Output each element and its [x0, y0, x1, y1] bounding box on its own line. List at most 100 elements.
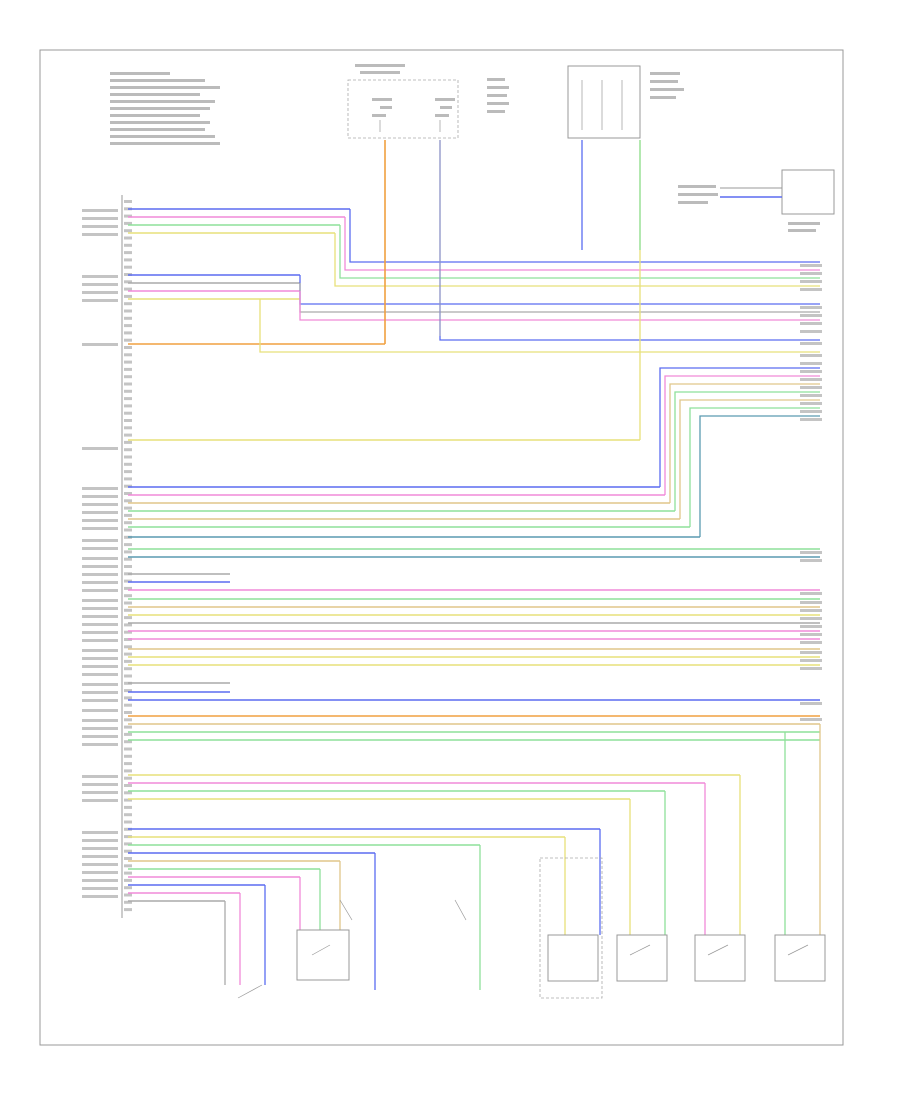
pin-number-mark — [124, 747, 132, 751]
wire-end-mark — [800, 410, 822, 413]
pin-label-mark — [82, 565, 118, 568]
pin-label-mark — [82, 581, 118, 584]
pin-number-mark — [124, 309, 132, 313]
wire-end-mark — [800, 551, 822, 554]
pin-number-mark — [124, 404, 132, 408]
pin-number-mark — [124, 440, 132, 444]
pin-number-mark — [124, 711, 132, 714]
pin-label-mark — [82, 209, 118, 212]
wire — [679, 399, 820, 519]
pin-label-mark — [82, 691, 118, 694]
pin-number-mark — [124, 725, 132, 729]
wire-end-mark — [800, 641, 822, 644]
wire-end-mark — [800, 625, 822, 628]
pin-number-mark — [124, 470, 132, 474]
diagram-frame — [39, 49, 844, 1046]
pin-number-mark — [124, 360, 132, 364]
wire-end-mark — [800, 633, 822, 636]
pin-number-mark — [124, 200, 132, 203]
pin-number-mark — [124, 513, 132, 517]
wire — [299, 291, 820, 321]
pin-number-mark — [124, 316, 132, 320]
pin-label-mark — [82, 607, 118, 610]
pin-label-mark — [82, 727, 118, 730]
pin-label-mark — [82, 649, 118, 652]
pin-number-mark — [124, 375, 132, 379]
wire — [299, 283, 820, 313]
pin-number-mark — [124, 455, 132, 459]
pin-number-mark — [124, 506, 132, 510]
pin-number-mark — [124, 659, 132, 663]
wire-end-mark — [800, 592, 822, 595]
wire-end-mark — [800, 288, 822, 291]
pin-number-mark — [124, 294, 132, 298]
pin-number-mark — [124, 689, 132, 693]
wire-end-mark — [800, 617, 822, 620]
pin-number-mark — [124, 243, 132, 247]
pin-number-mark — [124, 221, 132, 225]
pin-number-mark — [124, 258, 132, 262]
pin-label-mark — [82, 623, 118, 626]
pin-number-mark — [124, 762, 132, 766]
pin-number-mark — [124, 346, 132, 349]
wire — [699, 415, 820, 537]
pin-label-mark — [82, 291, 118, 294]
pin-label-mark — [82, 639, 118, 642]
pin-label-mark — [82, 631, 118, 634]
pin-label-mark — [82, 855, 118, 858]
wire-end-mark — [800, 322, 822, 325]
pin-number-mark — [124, 484, 132, 488]
pin-label-mark — [82, 589, 118, 592]
pin-number-mark — [124, 251, 132, 255]
wire-end-mark — [800, 330, 822, 333]
wire — [664, 375, 820, 495]
pin-number-mark — [124, 499, 132, 503]
wire-end-mark — [800, 272, 822, 275]
pin-number-mark — [124, 849, 132, 853]
wire-end-mark — [800, 601, 822, 604]
pin-label-mark — [82, 447, 118, 450]
pin-number-mark — [124, 521, 132, 525]
pin-number-mark — [124, 397, 132, 401]
pin-number-mark — [124, 236, 132, 240]
pin-number-mark — [124, 623, 132, 627]
note-block — [110, 72, 220, 145]
wire — [674, 391, 820, 511]
pin-number-mark — [124, 324, 132, 328]
pin-number-mark — [124, 419, 132, 422]
pin-number-mark — [124, 557, 132, 561]
pin-number-mark — [124, 893, 132, 897]
pin-number-mark — [124, 579, 132, 583]
pin-number-mark — [124, 411, 132, 415]
pin-number-mark — [124, 586, 132, 590]
pin-label-mark — [82, 615, 118, 618]
pin-label-mark — [82, 719, 118, 722]
right-top-connector — [678, 169, 835, 232]
pin-number-mark — [124, 338, 132, 342]
pin-number-mark — [124, 908, 132, 912]
pin-number-mark — [124, 550, 132, 554]
wire-end-mark — [800, 609, 822, 612]
pin-label-mark — [82, 673, 118, 676]
wire — [689, 407, 820, 527]
wire — [439, 140, 820, 341]
pin-number-mark — [124, 703, 132, 707]
wire-end-mark — [800, 314, 822, 317]
pin-number-mark — [124, 287, 132, 291]
pin-label-mark — [82, 783, 118, 786]
pin-number-mark — [124, 433, 132, 437]
pin-label-mark — [82, 527, 118, 530]
pin-number-mark — [124, 528, 132, 532]
wire-layer — [128, 140, 822, 990]
wire-end-mark — [800, 354, 822, 357]
pin-number-mark — [124, 784, 132, 787]
pin-label-mark — [82, 519, 118, 522]
wire — [299, 275, 820, 305]
wire-end-mark — [800, 386, 822, 389]
wire — [259, 299, 820, 353]
pin-number-mark — [124, 280, 132, 284]
pin-number-mark — [124, 543, 132, 547]
pin-number-mark — [124, 886, 132, 890]
fuse-box — [347, 64, 509, 139]
wire-end-mark — [800, 370, 822, 373]
